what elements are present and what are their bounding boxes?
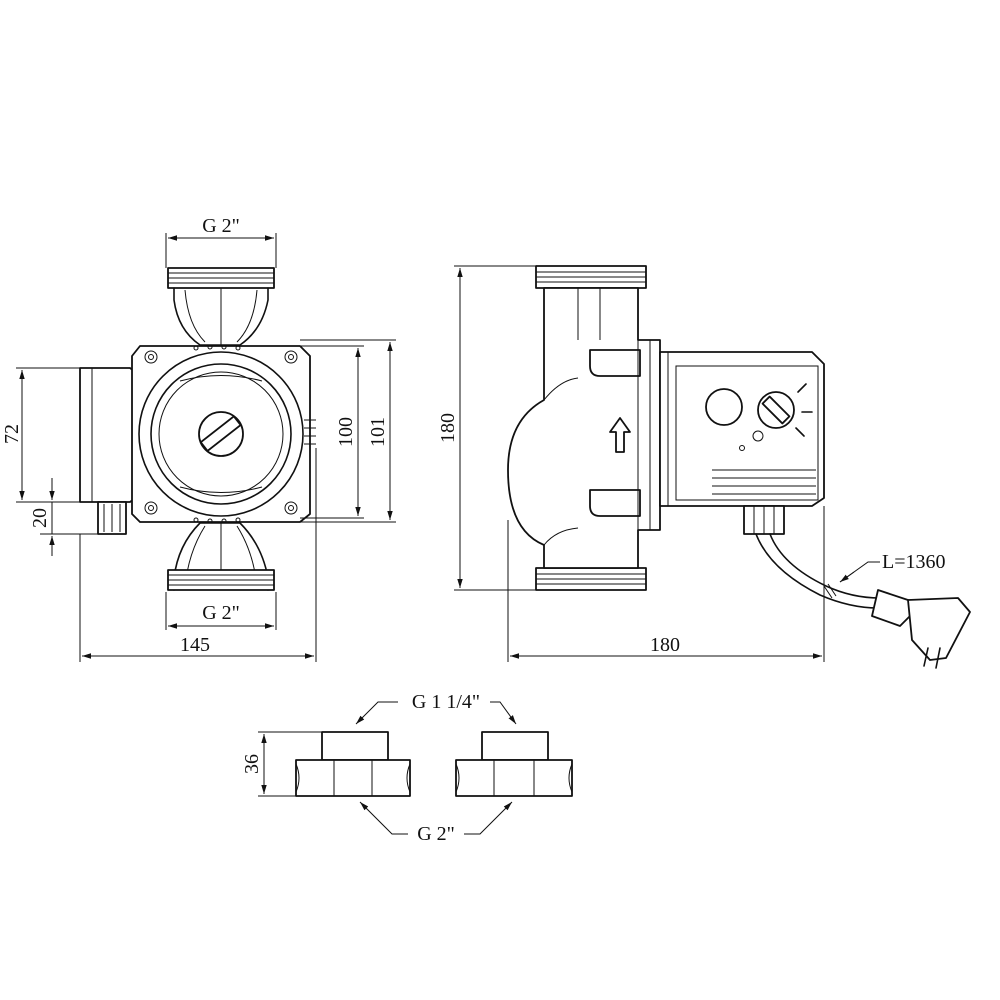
front-top-thread — [167, 267, 275, 346]
union-top-thread-label: G 1 1/4" — [412, 691, 480, 713]
flange-outer-label: 101 — [367, 417, 389, 447]
power-cable — [755, 533, 879, 609]
union-fitting-left — [295, 731, 411, 797]
front-view — [79, 267, 316, 591]
head-height-label: 72 — [1, 424, 23, 444]
front-inlet-thread-label: G 2" — [202, 215, 240, 237]
flow-direction-arrow-icon — [609, 417, 631, 453]
front-outlet-thread-label: G 2" — [202, 602, 240, 624]
flange-inner-label: 100 — [335, 417, 357, 447]
union-bottom-thread-label: G 2" — [417, 823, 455, 845]
side-view — [507, 265, 971, 669]
connector-height-label: 20 — [29, 508, 51, 528]
front-terminal-box — [79, 367, 139, 535]
union-fitting-right — [455, 731, 573, 797]
power-plug — [871, 589, 971, 669]
center-screw — [198, 411, 244, 457]
front-view-dimensions: G 2" G 2" 145 72 20 100 101 — [1, 215, 396, 662]
front-width-label: 145 — [180, 634, 210, 656]
indicator-window — [705, 388, 743, 426]
side-pump-housing — [507, 287, 661, 569]
side-height-label: 180 — [437, 413, 459, 443]
side-control-box — [659, 351, 825, 507]
union-dimensions: 36 G 1 1/4" G 2" — [241, 691, 517, 845]
union-height-label: 36 — [241, 754, 263, 774]
front-bottom-thread — [167, 522, 275, 591]
speed-selector-knob — [739, 383, 813, 451]
side-view-dimensions: 180 180 L=1360 — [437, 265, 946, 662]
cable-length-label: L=1360 — [882, 551, 946, 573]
side-length-label: 180 — [650, 634, 680, 656]
